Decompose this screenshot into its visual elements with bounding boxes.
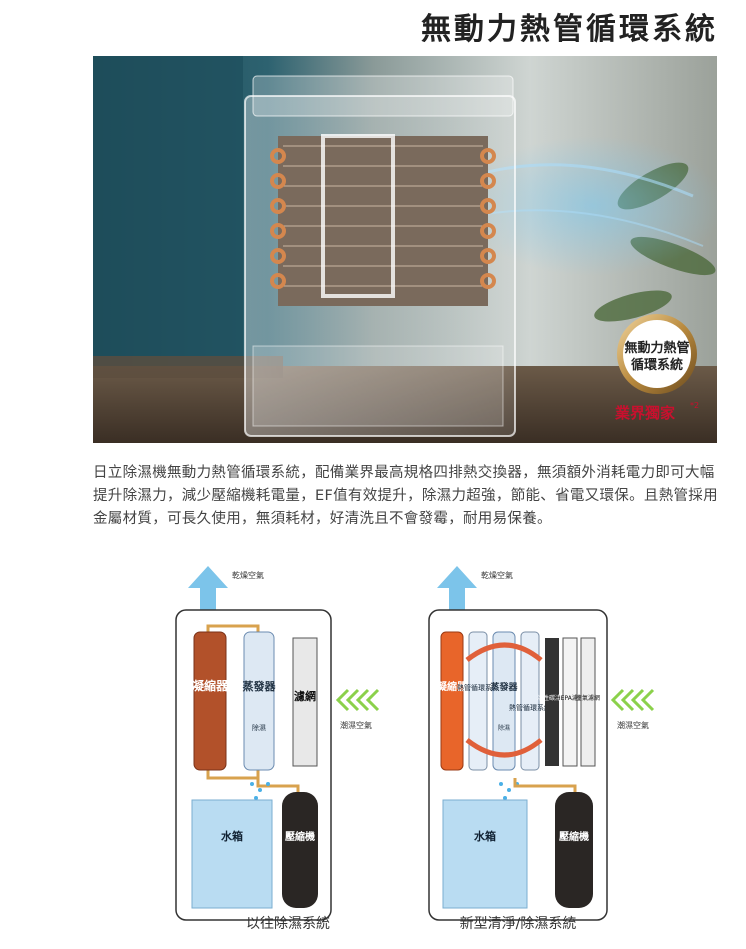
- badge-line1: 無動力熱管: [624, 340, 689, 356]
- page-title: 無動力熱管循環系統: [421, 12, 718, 47]
- water-tank-label: 水箱: [474, 829, 496, 843]
- product-photo: 無動力熱管 循環系統 業界獨家 *2: [93, 56, 717, 443]
- new-caption: 新型清淨/除濕系統: [459, 916, 577, 932]
- heatpipe2-label: 熱管循環系統: [509, 703, 551, 712]
- new-system-diagram: 乾燥空氣 凝縮器 熱管循環系統 蒸發器 除濕 熱管循環系統 活性碳濾網 HEPA…: [405, 560, 685, 945]
- humid-air-label: 潮濕空氣: [340, 720, 372, 730]
- heatpipe1-label: 熱管循環系統: [457, 683, 499, 692]
- badge-exclusive: 業界獨家: [614, 404, 675, 422]
- evaporator-label: 蒸發器: [490, 681, 518, 693]
- humid-air-arrows: [610, 688, 655, 712]
- filter-label: 濾網: [294, 689, 316, 703]
- compressor-label: 壓縮機: [559, 830, 589, 843]
- humid-air-arrows: [335, 688, 380, 712]
- dry-air-label: 乾燥空氣: [481, 570, 513, 580]
- circulation-top: [465, 642, 543, 662]
- carbon-filter-label: 活性碳濾網: [537, 694, 567, 702]
- dehumid-label: 除濕: [498, 724, 510, 732]
- circulation-bottom: [465, 738, 543, 758]
- description-text: 日立除濕機無動力熱管循環系統，配備業界最高規格四排熱交換器，無須額外消耗電力即可…: [93, 465, 718, 527]
- water-tank-label: 水箱: [221, 829, 243, 843]
- badge-line2: 循環系統: [631, 357, 683, 373]
- dry-air-arrow: [437, 566, 477, 620]
- evaporator-label: 蒸發器: [243, 679, 277, 693]
- dry-air-arrow: [188, 566, 228, 620]
- compressor-label: 壓縮機: [285, 830, 315, 843]
- condenser-label: 凝縮器: [192, 678, 229, 693]
- legacy-caption: 以往除濕系統: [246, 916, 330, 932]
- air-filter-label: 空氣濾網: [576, 694, 600, 702]
- dehumid-label: 除濕: [252, 723, 266, 732]
- dry-air-label: 乾燥空氣: [232, 570, 264, 580]
- legacy-system-diagram: 乾燥空氣 凝縮器 蒸發器 除濕 濾網 潮濕空氣 水箱 壓縮機 以往除: [148, 560, 428, 945]
- hepa-label: HEPA濾網: [556, 694, 584, 702]
- humid-air-label: 潮濕空氣: [617, 720, 649, 730]
- badge-note: *2: [690, 401, 699, 410]
- condenser-label: 凝縮器: [437, 680, 468, 693]
